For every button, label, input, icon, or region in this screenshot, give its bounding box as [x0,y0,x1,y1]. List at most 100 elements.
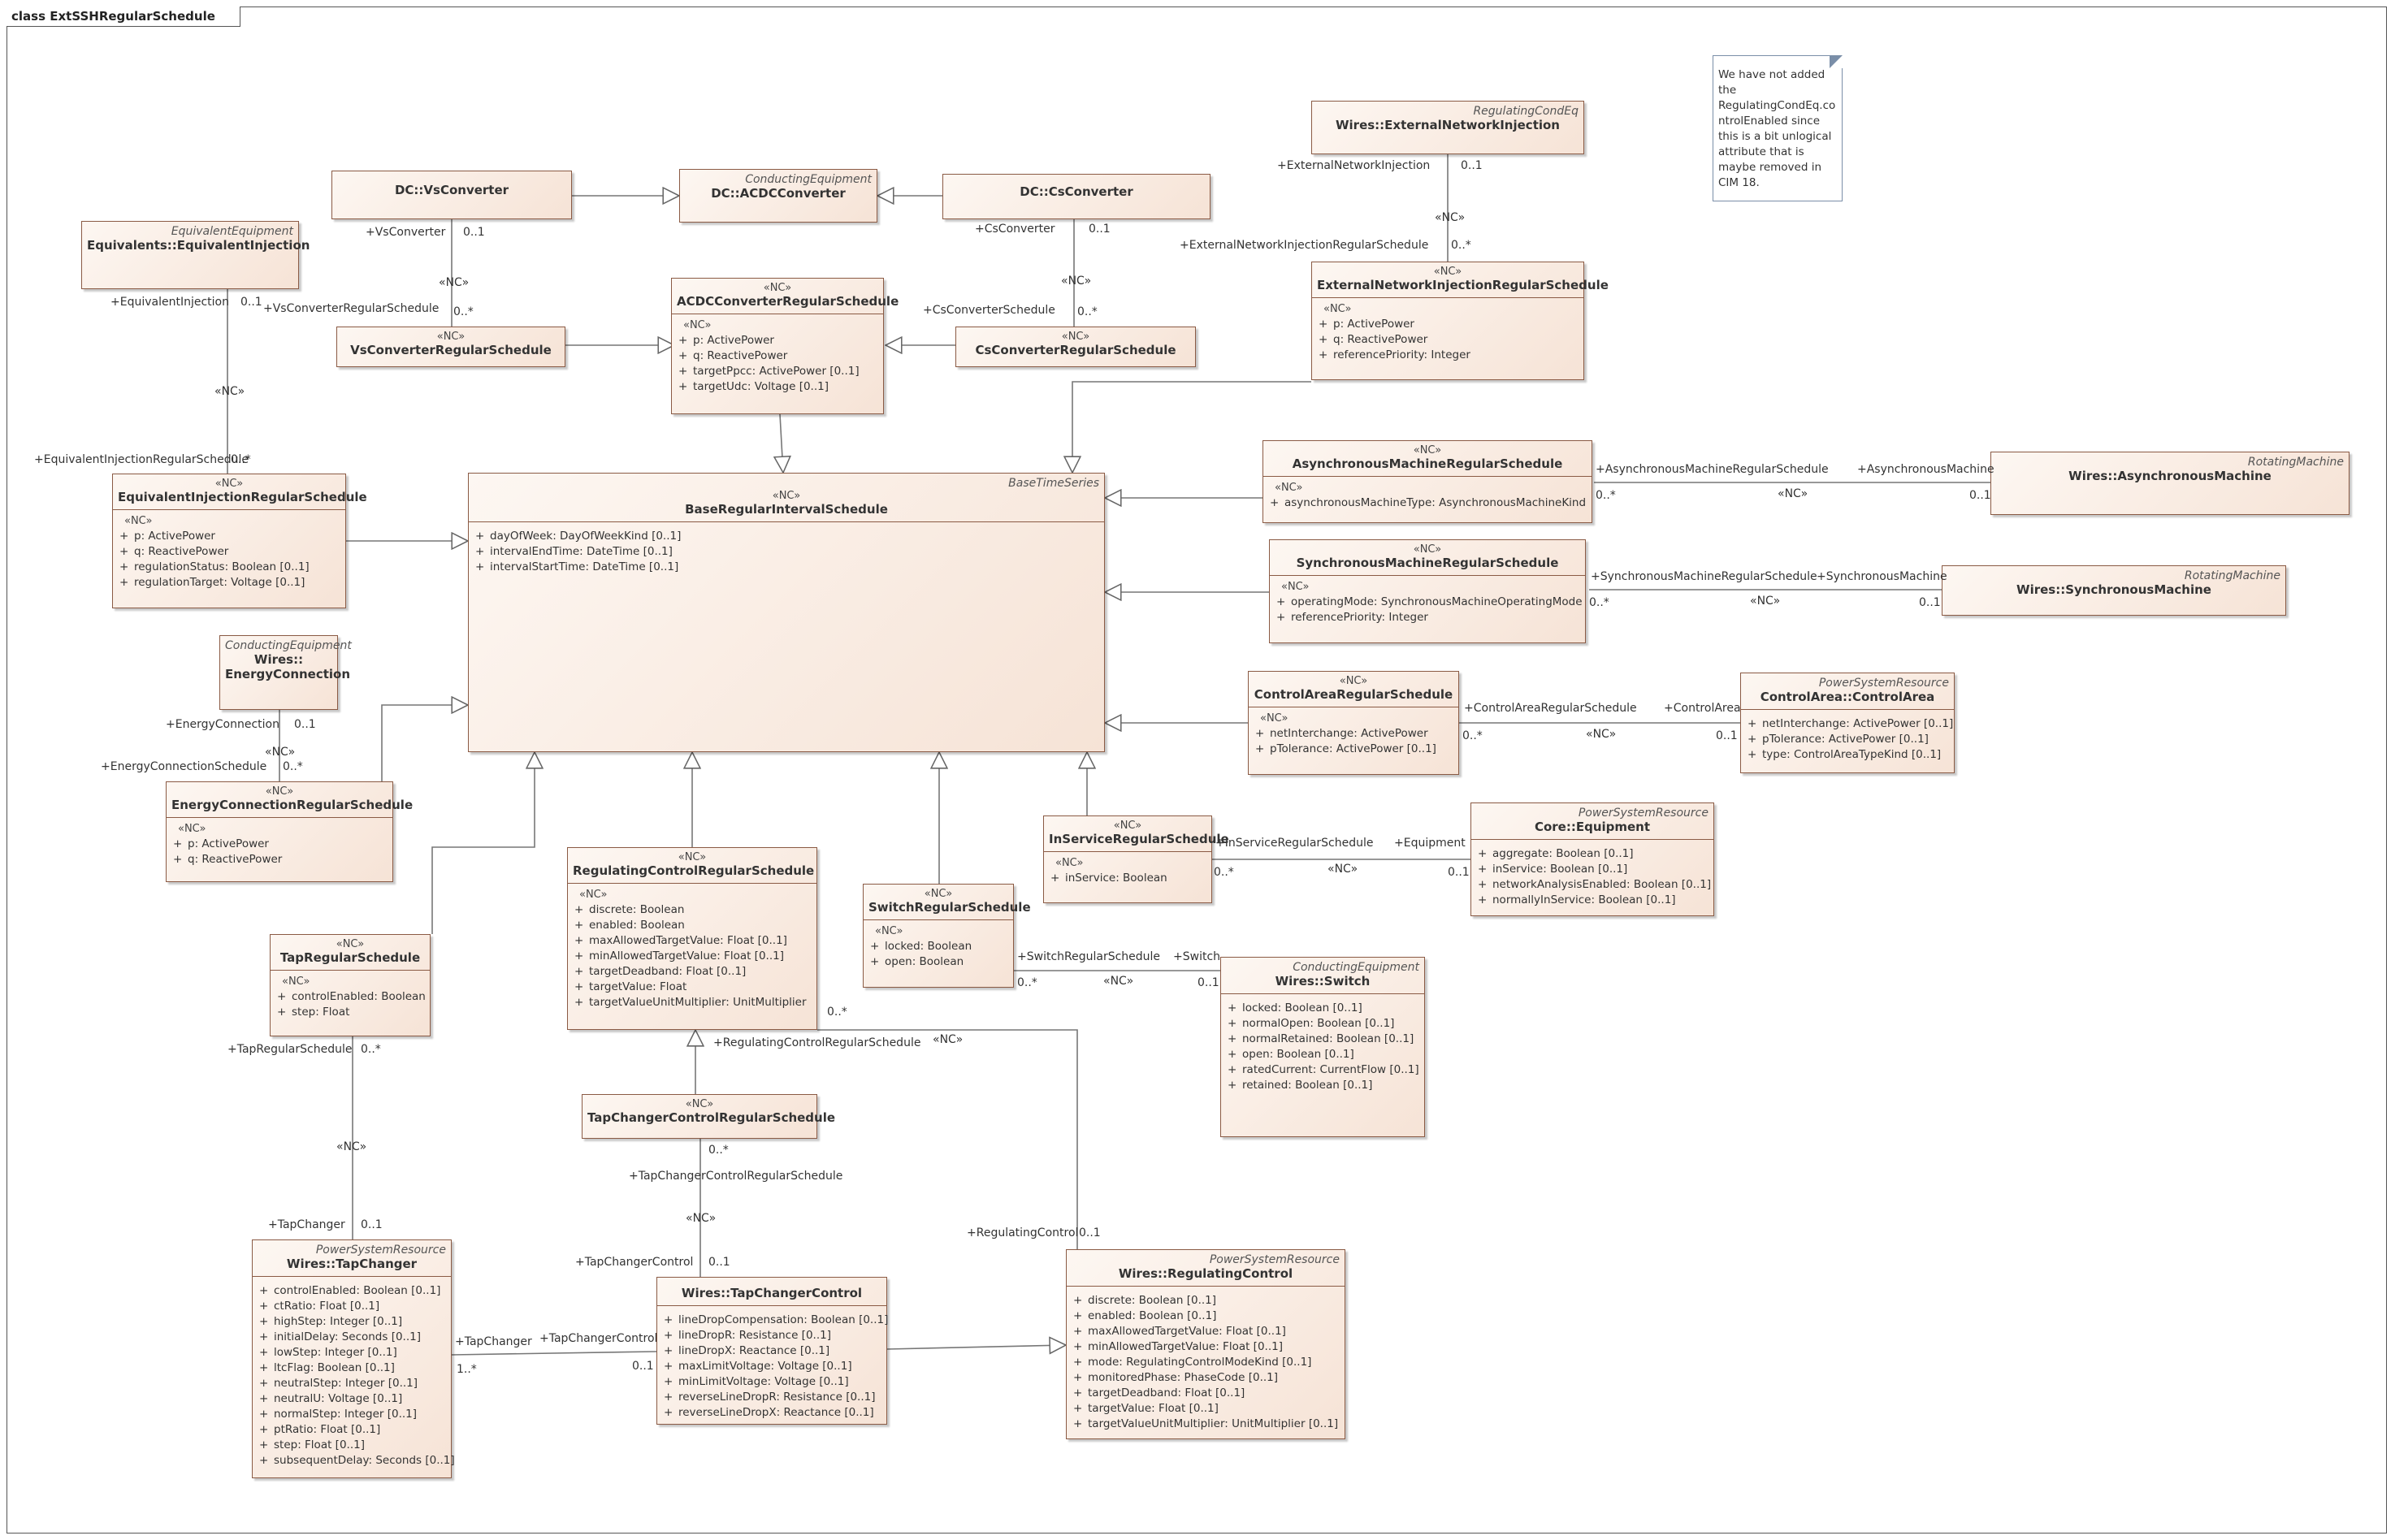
note-line: CIM 18. [1718,176,1760,189]
stereotype-label: «NC» [1327,863,1358,876]
class-name: DC::VsConverter [394,183,509,197]
role-label: +ControlAreaRegularSchedule [1464,702,1637,715]
class-external-network-injection-regular-schedule[interactable]: «NC» ExternalNetworkInjectionRegularSche… [1311,262,1609,380]
class-vsconverter-regular-schedule[interactable]: «NC» VsConverterRegularSchedule [336,327,565,367]
class-energy-connection-regular-schedule[interactable]: «NC» EnergyConnectionRegularSchedule «NC… [166,781,413,882]
class-name: Wires::TapChangerControl [681,1286,863,1300]
attribute: +referencePriority: Integer [1276,611,1428,624]
class-wires-synchronous-machine[interactable]: RotatingMachine Wires::SynchronousMachin… [1942,565,2286,616]
role-label: +ControlArea [1664,702,1741,715]
attribute: +locked: Boolean [870,940,972,953]
class-wires-tap-changer[interactable]: PowerSystemResource Wires::TapChanger +c… [252,1239,455,1478]
attribute: +reverseLineDropR: Resistance [0..1] [664,1391,876,1404]
note-line: ntrolEnabled since [1718,115,1821,128]
attribute: +normalRetained: Boolean [0..1] [1228,1032,1414,1045]
stereotype-label: «NC» [1778,487,1808,500]
class-inservice-regular-schedule[interactable]: «NC» InServiceRegularSchedule «NC» +inSe… [1043,815,1229,903]
attribute: +neutralStep: Integer [0..1] [259,1377,418,1390]
stereotype-label: «NC» [439,276,470,289]
class-core-equipment[interactable]: PowerSystemResource Core::Equipment +agg… [1470,802,1714,916]
class-equivalent-injection-regular-schedule[interactable]: «NC» EquivalentInjectionRegularSchedule … [112,474,367,608]
attribute: +inService: Boolean [1050,872,1167,885]
attribute-compartment: «NC» +p: ActivePower +q: ReactivePower +… [672,314,883,400]
multiplicity-label: 0..1 [1089,223,1111,236]
attribute: +p: ActivePower [173,837,269,850]
attribute: +subsequentDelay: Seconds [0..1] [259,1454,455,1467]
role-label: +TapChanger [455,1335,532,1348]
class-name: TapRegularSchedule [279,950,421,965]
multiplicity-label: 0..1 [708,1256,730,1269]
attribute: +mode: RegulatingControlModeKind [0..1] [1073,1356,1312,1369]
attribute-compartment: «NC» +p: ActivePower +q: ReactivePower +… [113,509,345,595]
class-wires-regulating-control[interactable]: PowerSystemResource Wires::RegulatingCon… [1066,1249,1345,1439]
note-line: the [1718,84,1737,97]
class-name: ControlAreaRegularSchedule [1254,687,1453,702]
note-line: this is a bit unlogical [1718,130,1832,143]
role-label: +TapChanger [268,1218,345,1231]
parent-stereotype: ConductingEquipment [225,639,352,652]
attribute: +lowStep: Integer [0..1] [259,1346,397,1359]
class-tap-regular-schedule[interactable]: «NC» TapRegularSchedule «NC» +controlEna… [270,934,431,1036]
class-dc-vsconverter[interactable]: DC::VsConverter [331,171,572,219]
class-name: Equivalents::EquivalentInjection [87,238,310,253]
attribute-stereotype: «NC» [1260,712,1288,725]
multiplicity-label: 0..* [1017,976,1037,989]
class-base-regular-interval-schedule[interactable]: BaseTimeSeries «NC» BaseRegularIntervalS… [468,473,1105,752]
class-dc-acdcconverter[interactable]: ConductingEquipment DC::ACDCConverter [679,169,877,223]
attribute: +targetDeadband: Float [0..1] [1073,1386,1245,1399]
class-name: Wires::ExternalNetworkInjection [1336,118,1560,132]
class-stereotype: «NC» [678,851,707,863]
class-dc-csconverter[interactable]: DC::CsConverter [942,174,1210,219]
attribute: +p: ActivePower [119,530,215,543]
class-synchronous-machine-regular-schedule[interactable]: «NC» SynchronousMachineRegularSchedule «… [1269,539,1586,643]
attribute-compartment: «NC» +netInterchange: ActivePower +pTole… [1249,707,1458,762]
attribute-compartment: +aggregate: Boolean [0..1] +inService: B… [1471,839,1713,913]
attribute: +netInterchange: ActivePower [1255,727,1428,740]
class-wires-switch[interactable]: ConductingEquipment Wires::Switch +locke… [1220,957,1425,1137]
class-external-network-injection[interactable]: RegulatingCondEq Wires::ExternalNetworkI… [1311,101,1584,154]
stereotype-label: «NC» [214,385,245,398]
attribute: +controlEnabled: Boolean [0..1] [259,1284,441,1297]
class-asynchronous-machine-regular-schedule[interactable]: «NC» AsynchronousMachineRegularSchedule … [1262,440,1592,523]
note-line: maybe removed in [1718,161,1822,174]
role-label: +InServiceRegularSchedule [1215,837,1374,850]
parent-stereotype: PowerSystemResource [315,1244,446,1257]
class-wires-asynchronous-machine[interactable]: RotatingMachine Wires::AsynchronousMachi… [1990,452,2350,515]
parent-stereotype: EquivalentEquipment [171,225,293,238]
attribute-compartment: +lineDropCompensation: Boolean [0..1] +l… [657,1305,888,1425]
class-switch-regular-schedule[interactable]: «NC» SwitchRegularSchedule «NC» +locked:… [863,884,1031,988]
stereotype-label: «NC» [1061,275,1092,288]
attribute: +normallyInService: Boolean [0..1] [1478,893,1676,906]
role-label: +SwitchRegularSchedule [1017,950,1161,963]
class-control-area-regular-schedule[interactable]: «NC» ControlAreaRegularSchedule «NC» +ne… [1248,671,1459,775]
stereotype-label: «NC» [1750,595,1781,608]
multiplicity-label: 0..* [1596,489,1616,502]
attribute-compartment: «NC» +locked: Boolean +open: Boolean [864,919,1013,975]
class-name: AsynchronousMachineRegularSchedule [1292,456,1563,471]
class-equivalent-injection[interactable]: EquivalentEquipment Equivalents::Equival… [81,221,310,289]
diagram-frame [6,6,2387,1534]
attribute-stereotype: «NC» [178,823,206,835]
stereotype-label: «NC» [336,1140,367,1153]
attribute: +intervalStartTime: DateTime [0..1] [475,560,679,573]
class-wires-energy-connection[interactable]: ConductingEquipment Wires:: EnergyConnec… [219,635,352,710]
attribute: +regulationStatus: Boolean [0..1] [119,560,310,573]
class-acdc-converter-regular-schedule[interactable]: «NC» ACDCConverterRegularSchedule «NC» +… [671,278,899,414]
attribute: +discrete: Boolean [0..1] [1073,1294,1217,1307]
class-regulating-control-regular-schedule[interactable]: «NC» RegulatingControlRegularSchedule «N… [567,847,817,1030]
class-control-area[interactable]: PowerSystemResource ControlArea::Control… [1740,673,1955,773]
parent-stereotype: ConductingEquipment [1293,961,1419,974]
class-csconverter-regular-schedule[interactable]: «NC» CsConverterRegularSchedule [955,327,1196,367]
attribute: +asynchronousMachineType: AsynchronousMa… [1270,496,1587,509]
class-name: Wires::Switch [1275,974,1371,988]
attribute: +initialDelay: Seconds [0..1] [259,1330,421,1343]
attribute: +ctRatio: Float [0..1] [259,1300,380,1313]
class-wires-tap-changer-control[interactable]: Wires::TapChangerControl +lineDropCompen… [656,1277,888,1425]
stereotype-label: «NC» [1586,728,1617,741]
attribute: +q: ReactivePower [1319,333,1428,346]
attribute-stereotype: «NC» [579,889,608,901]
class-tap-changer-control-regular-schedule[interactable]: «NC» TapChangerControlRegularSchedule [582,1094,835,1139]
multiplicity-label: 0..1 [463,226,485,239]
attribute-compartment: «NC» +discrete: Boolean +enabled: Boolea… [568,883,816,1015]
class-name-continued: EnergyConnection [225,667,351,681]
